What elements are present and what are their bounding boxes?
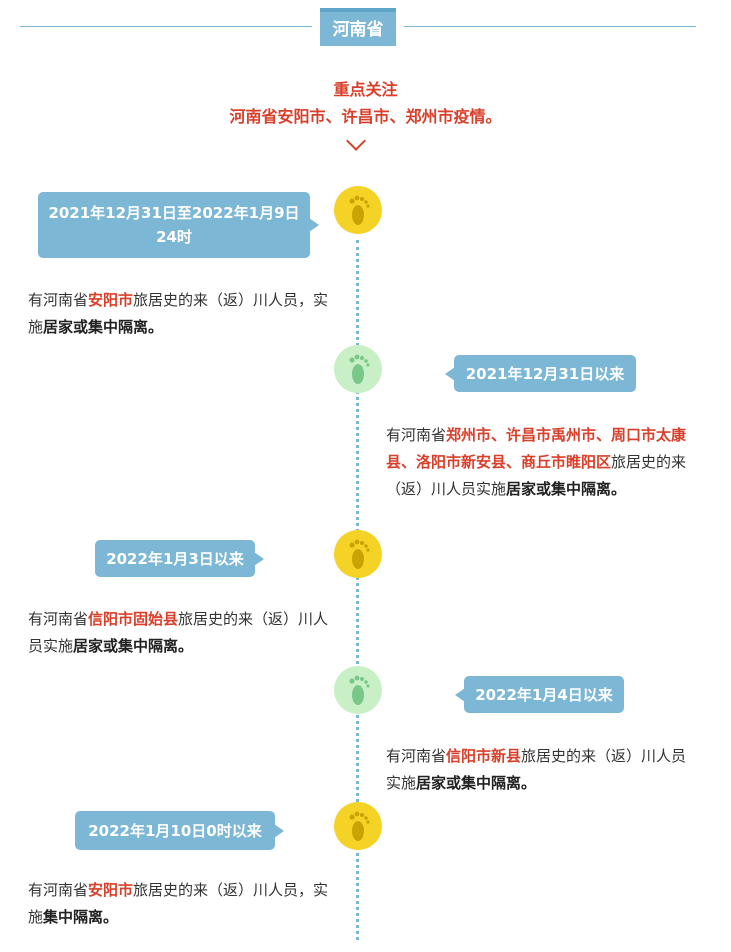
entry-place: 安阳市 [88, 881, 134, 899]
entry-prefix: 有河南省 [386, 426, 447, 444]
footprint-icon [334, 666, 382, 714]
entry-text-4: 有河南省信阳市新县旅居史的来（返）川人员实施居家或集中隔离。 [386, 743, 698, 797]
entry-middle: 旅居史的来（返）川人员，实施 [28, 881, 329, 926]
footprint-icon [334, 530, 382, 578]
date-bubble-5: 2022年1月10日0时以来 [75, 811, 284, 850]
entry-middle: 旅居史的来（返）川人员实施 [28, 610, 329, 655]
province-badge: 河南省 [320, 8, 396, 46]
entry-place: 郑州市、许昌市禹州市、周口市太康县、洛阳市新安县、商丘市睢阳区 [386, 426, 687, 471]
header-rule-right [404, 26, 696, 27]
entry-text-3: 有河南省信阳市固始县旅居史的来（返）川人员实施居家或集中隔离。 [28, 606, 334, 660]
entry-text-2: 有河南省郑州市、许昌市禹州市、周口市太康县、洛阳市新安县、商丘市睢阳区旅居史的来… [386, 422, 698, 503]
entry-prefix: 有河南省 [28, 291, 89, 309]
entry-place: 信阳市固始县 [88, 610, 179, 628]
entry-middle: 旅居史的来（返）川人员，实施 [28, 291, 329, 336]
entry-place: 安阳市 [88, 291, 134, 309]
entry-prefix: 有河南省 [386, 747, 447, 765]
chevron-down-icon [346, 131, 366, 151]
date-bubble-4: 2022年1月4日以来 [455, 676, 624, 713]
entry-middle: 旅居史的来（返）川人员实施 [386, 453, 687, 498]
entry-measure: 居家或集中隔离。 [506, 480, 627, 498]
header-rule-left [20, 26, 312, 27]
entry-text-1: 有河南省安阳市旅居史的来（返）川人员，实施居家或集中隔离。 [28, 287, 334, 341]
entry-measure: 居家或集中隔离。 [416, 774, 537, 792]
entry-prefix: 有河南省 [28, 881, 89, 899]
footprint-icon [334, 186, 382, 234]
focus-cities: 河南省安阳市、许昌市、郑州市疫情。 [229, 107, 502, 126]
date-bubble-2: 2021年12月31日以来 [445, 355, 636, 392]
entry-middle: 旅居史的来（返）川人员实施 [386, 747, 687, 792]
focus-heading: 重点关注 [333, 80, 398, 99]
entry-measure: 居家或集中隔离。 [73, 637, 194, 655]
date-bubble-3: 2022年1月3日以来 [95, 540, 264, 577]
footprint-icon [334, 345, 382, 393]
entry-prefix: 有河南省 [28, 610, 89, 628]
entry-text-5: 有河南省安阳市旅居史的来（返）川人员，实施集中隔离。 [28, 877, 334, 931]
footprint-icon [334, 802, 382, 850]
timeline-line [356, 240, 359, 940]
entry-measure: 居家或集中隔离。 [43, 318, 164, 336]
date-bubble-1: 2021年12月31日至2022年1月9日24时 [38, 192, 319, 258]
entry-place: 信阳市新县 [446, 747, 522, 765]
entry-measure: 集中隔离。 [43, 908, 119, 926]
